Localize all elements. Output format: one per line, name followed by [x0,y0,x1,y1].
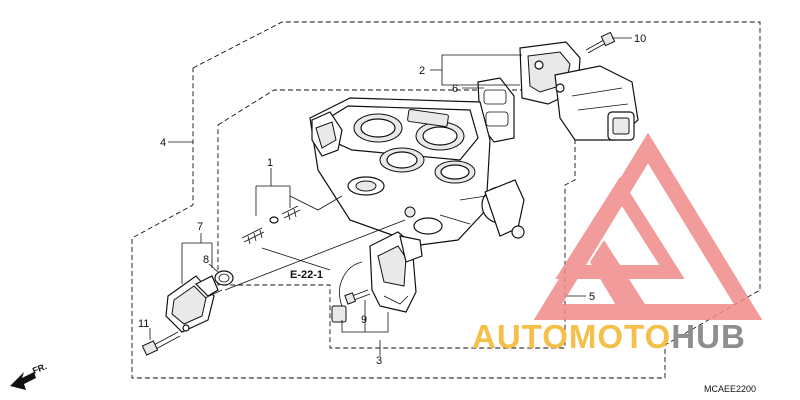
iacv-gasket [477,77,515,143]
assembly-outline-5 [217,89,576,349]
watermark-text-part-1: AUTOMOTO [472,318,671,355]
assembly-outline-4 [131,21,761,379]
automotohub-logo [533,132,763,320]
o-ring-8 [214,270,234,286]
callout-9: 9 [361,314,367,326]
callout-5: 5 [589,291,595,303]
map-sensor [165,275,219,333]
logo-triangle-inner [555,176,685,279]
callout-4: 4 [160,137,166,149]
sensor-bracket [331,231,423,323]
reference-label: E-22-1 [290,269,323,281]
callout-3: 3 [376,355,382,367]
adjust-screw-set-1 [241,205,301,245]
diagram-code: MCAEE2200 [704,384,756,394]
screw-10 [585,31,616,54]
bolt-11 [141,331,181,356]
callout-11: 11 [138,318,149,330]
callout-1: 1 [267,157,273,169]
throttle-body [309,97,525,246]
logo-triangle-notch [590,240,650,312]
o-ring-8-inner [218,273,230,283]
leader-lines [149,37,632,356]
callout-7: 7 [197,221,203,233]
callout-2: 2 [419,65,425,77]
front-direction-arrow: FR. [10,361,48,390]
callout-10: 10 [634,33,646,45]
callout-8: 8 [203,254,209,266]
front-direction-label: FR. [31,361,48,376]
watermark-text: AUTOMOTOHUB [472,318,746,355]
callout-6: 6 [452,83,458,95]
idle-air-control-valve [519,41,639,141]
watermark-text-part-2: HUB [671,318,746,355]
